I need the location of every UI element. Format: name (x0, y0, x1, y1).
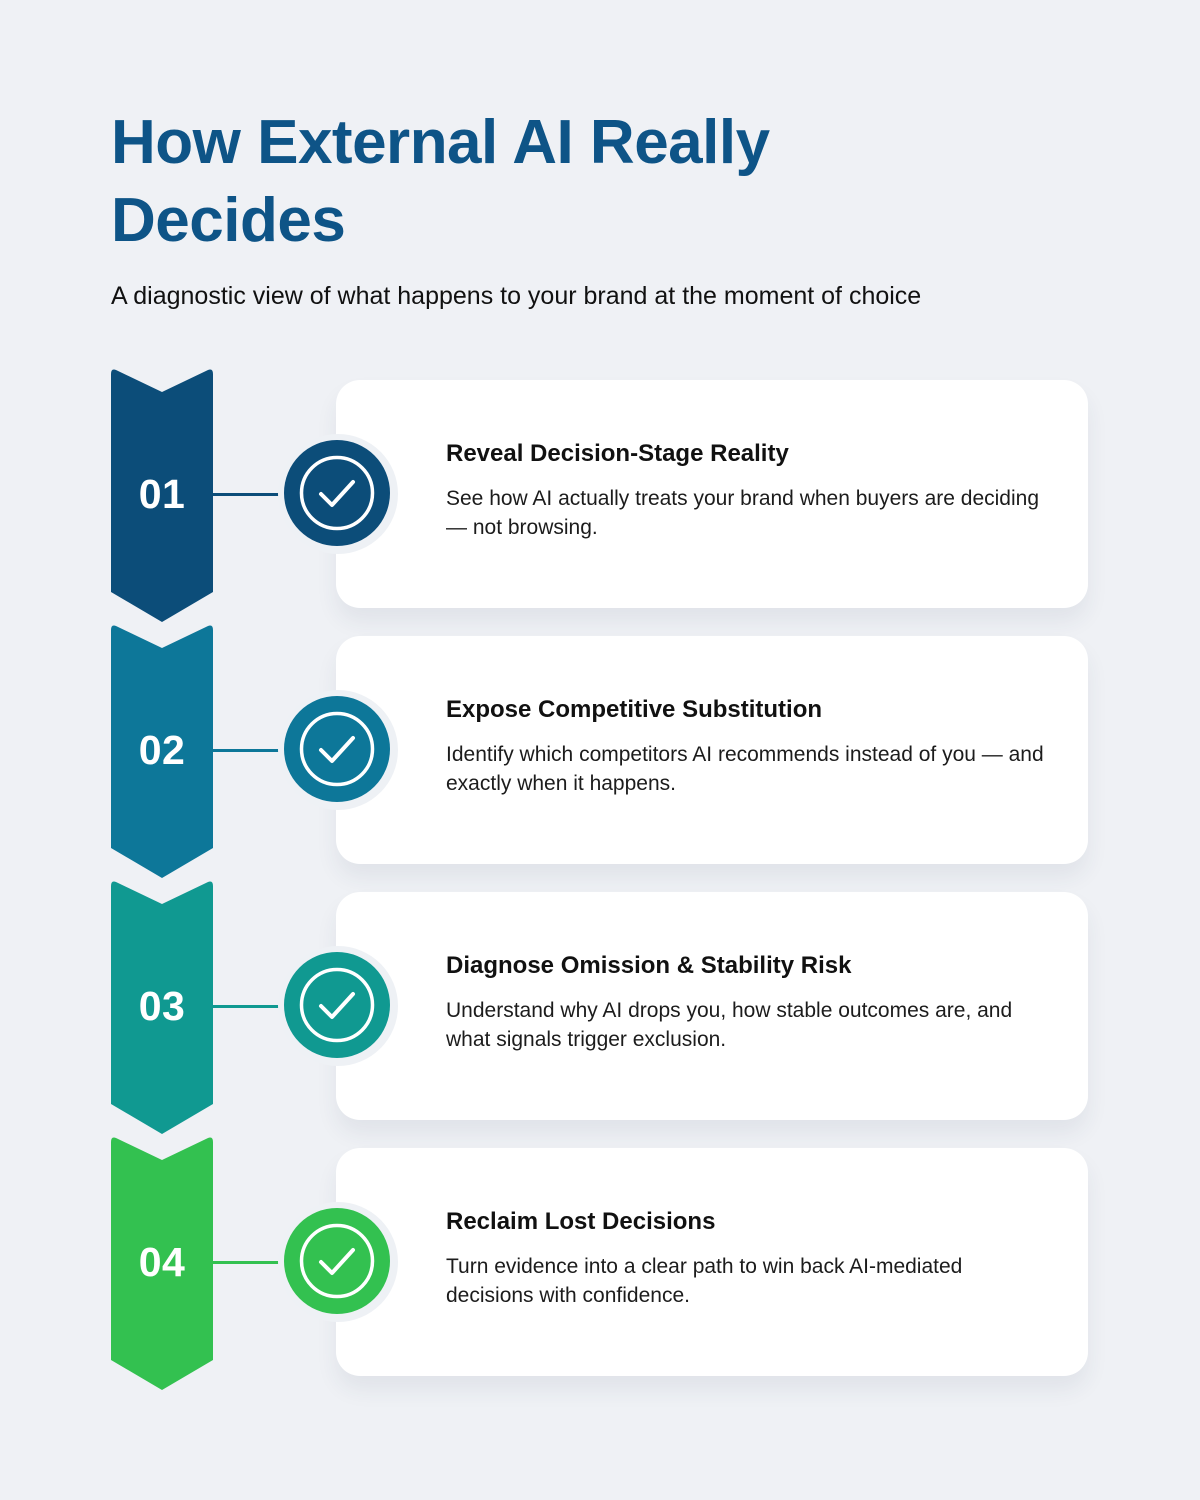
step-4: 04 Reclaim Lost Decisions Turn evidence … (0, 1136, 1200, 1392)
page-title: How External AI Really Decides (111, 108, 770, 255)
step-number: 04 (138, 1239, 186, 1285)
step-2: 02 Expose Competitive Substitution Ident… (0, 624, 1200, 880)
step-description: See how AI actually treats your brand wh… (446, 487, 1040, 539)
check-circle-icon (284, 440, 390, 546)
step-description: Understand why AI drops you, how stable … (446, 999, 1013, 1051)
step-card (336, 892, 1088, 1120)
connector-line (213, 1261, 293, 1264)
check-circle-icon (284, 696, 390, 802)
step-card (336, 636, 1088, 864)
step-title: Reveal Decision-Stage Reality (446, 440, 789, 467)
step-number: 01 (138, 471, 186, 517)
step-card (336, 380, 1088, 608)
step-chevron (111, 881, 213, 1134)
connector-line (213, 493, 293, 496)
step-3: 03 Diagnose Omission & Stability Risk Un… (0, 880, 1200, 1136)
step-description: Identify which competitors AI recommends… (446, 743, 1044, 795)
step-chevron (111, 369, 213, 622)
step-card (336, 1148, 1088, 1376)
connector-line (213, 749, 293, 752)
check-circle-icon (284, 952, 390, 1058)
page-subtitle: A diagnostic view of what happens to you… (111, 282, 922, 310)
connector-line (213, 1005, 293, 1008)
step-title: Expose Competitive Substitution (446, 696, 823, 723)
step-description: Turn evidence into a clear path to win b… (446, 1255, 963, 1307)
step-title: Reclaim Lost Decisions (446, 1208, 716, 1235)
step-number: 03 (138, 983, 186, 1029)
step-chevron (111, 1137, 213, 1390)
step-1: 01 Reveal Decision-Stage Reality See how… (0, 368, 1200, 624)
check-circle-icon (284, 1208, 390, 1314)
step-title: Diagnose Omission & Stability Risk (446, 952, 852, 979)
step-number: 02 (138, 727, 186, 773)
step-chevron (111, 625, 213, 878)
